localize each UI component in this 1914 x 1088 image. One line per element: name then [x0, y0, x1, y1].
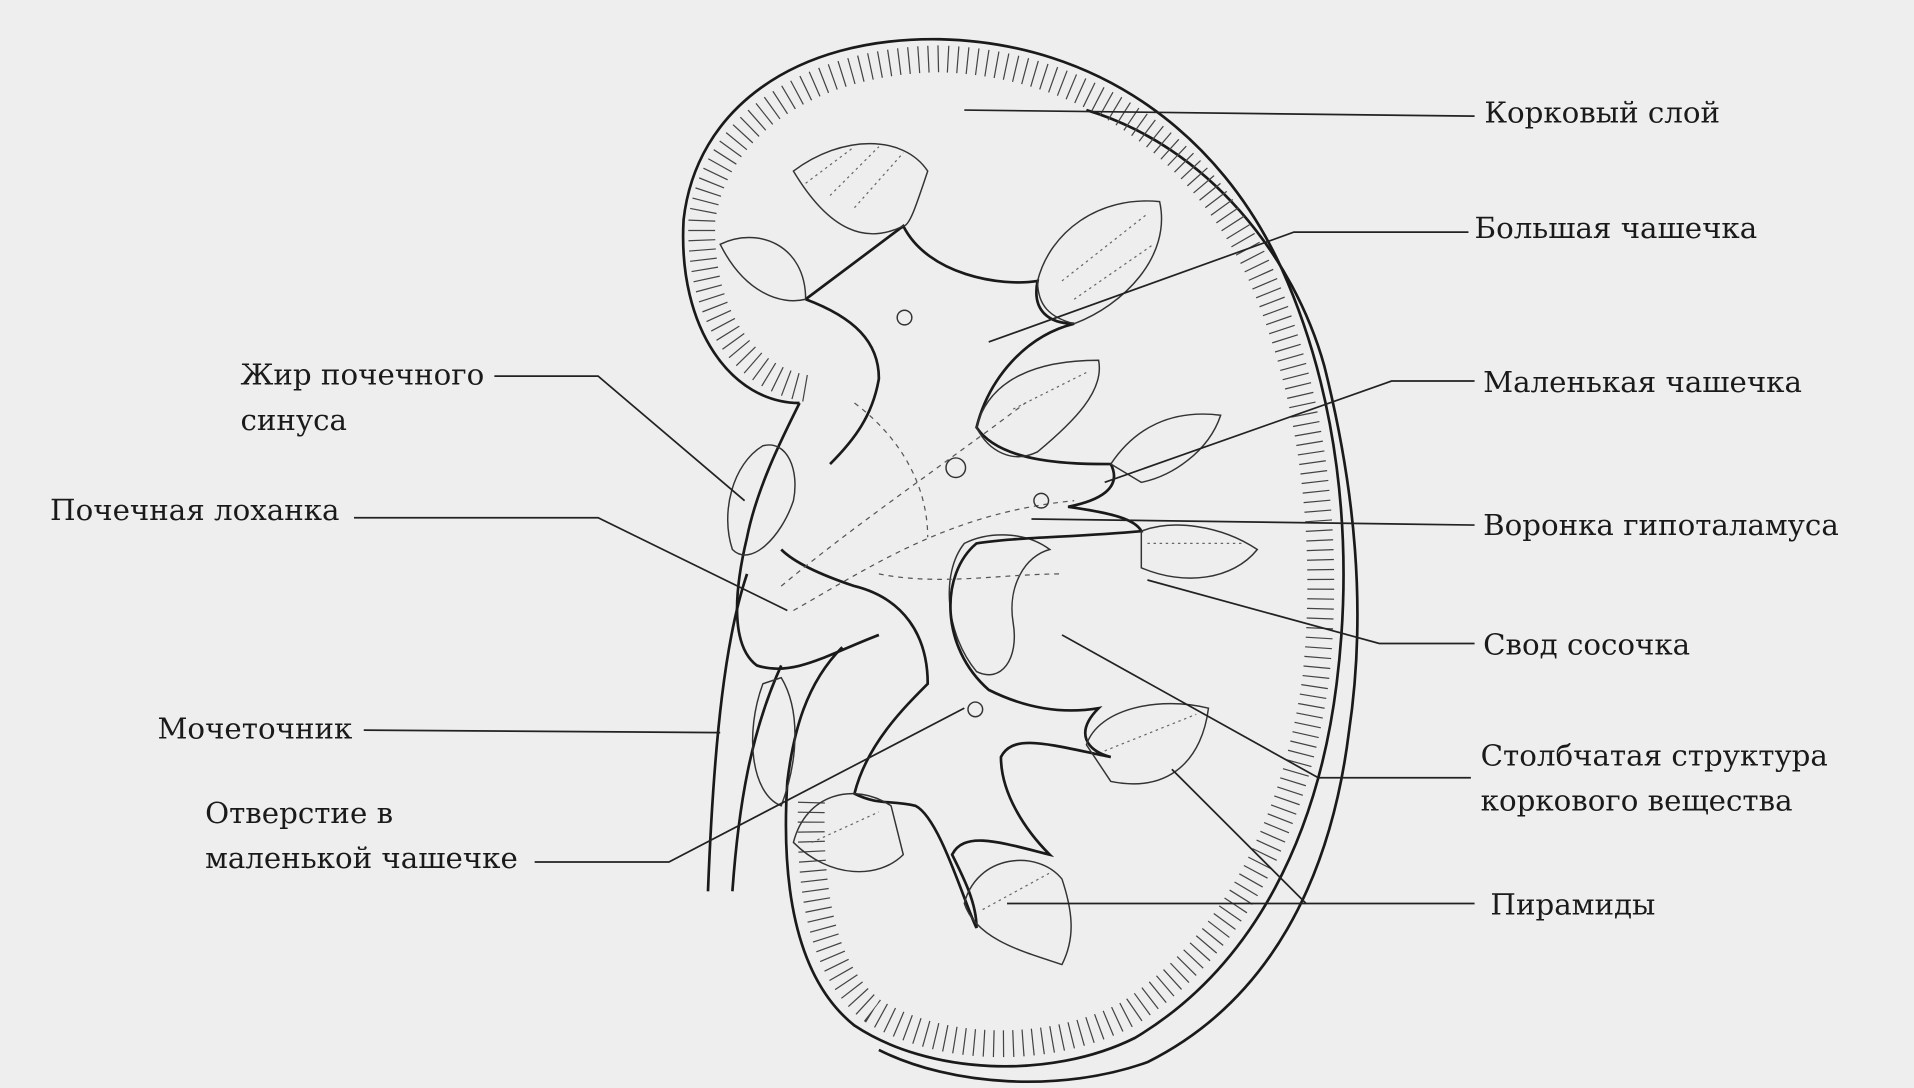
- label-ureter: Мочеточник: [157, 712, 352, 746]
- label-sinus-fat-1: Жир почечного: [240, 358, 484, 392]
- renal-sinus-outline: [735, 402, 880, 671]
- label-calyx-opening-2: маленькой чашечке: [205, 841, 518, 875]
- label-infundibulum: Воронка гипоталамуса: [1483, 508, 1839, 542]
- label-minor-calyx: Маленькая чашечка: [1483, 365, 1802, 399]
- label-renal-column-2: коркового вещества: [1481, 784, 1793, 818]
- cortex-radial-striations: [688, 45, 1335, 1058]
- label-pyramids: Пирамиды: [1490, 887, 1655, 921]
- label-renal-pelvis: Почечная лоханка: [50, 493, 339, 527]
- kidney-capsule: [681, 37, 1345, 1068]
- calyx-opening: [945, 457, 967, 479]
- label-calyx-opening-1: Отверстие в: [205, 796, 393, 830]
- leader-lines: [353, 109, 1475, 905]
- calyx-opening: [1033, 492, 1050, 509]
- ureter: [706, 573, 749, 892]
- calyx-opening: [967, 701, 984, 718]
- sinus-vessels: [780, 402, 1075, 612]
- label-papilla-fornix: Свод сосочка: [1483, 627, 1690, 661]
- calyx-system-upper: [805, 297, 881, 465]
- pyramids: [719, 143, 1259, 966]
- label-sinus-fat-2: синуса: [240, 403, 347, 437]
- calyx-opening: [896, 309, 913, 326]
- calyx-system: [780, 223, 1144, 929]
- label-renal-column-1: Столбчатая структура: [1481, 739, 1828, 773]
- ureter-inner: [731, 664, 783, 892]
- sinus-fat: [726, 444, 1052, 807]
- kidney-outer-fascia: [878, 108, 1359, 1084]
- label-major-calyx: Большая чашечка: [1475, 211, 1758, 245]
- label-cortex: Корковый слой: [1484, 95, 1720, 129]
